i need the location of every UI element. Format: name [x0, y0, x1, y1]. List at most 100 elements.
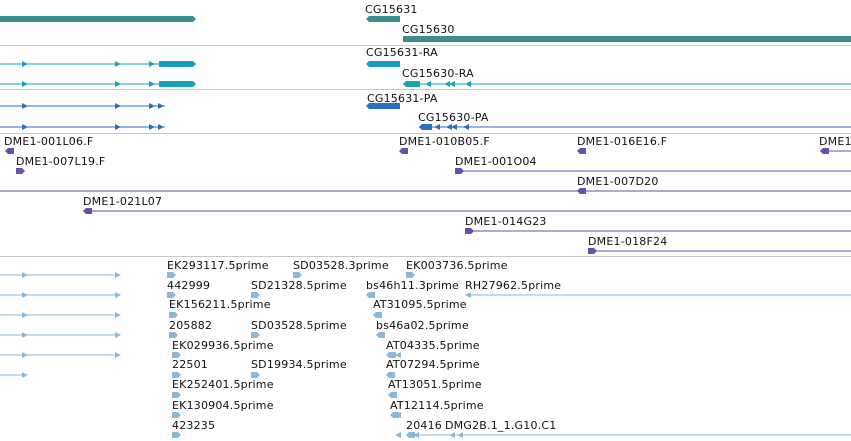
est-label[interactable]: 205882	[169, 319, 213, 332]
strand-arrow	[22, 292, 28, 298]
strand-arrow	[413, 432, 419, 438]
clone-track-glyphs	[0, 148, 851, 254]
strand-arrow	[434, 124, 440, 130]
clone-track: DME1-001L06.F DME1-007L19.F DME1-010B05.…	[0, 134, 851, 256]
protein-label-cg15631-pa[interactable]: CG15631-PA	[367, 92, 438, 105]
est-label[interactable]: bs46h11.3prime	[366, 279, 460, 292]
feature-block	[159, 81, 196, 87]
track-separator	[0, 45, 851, 46]
est-label[interactable]: EK130904.5prime	[172, 399, 274, 412]
strand-arrow	[395, 432, 401, 438]
est-label[interactable]: 442999	[167, 279, 211, 292]
end-marker	[588, 248, 597, 254]
end-marker	[172, 352, 181, 358]
gene-track-glyphs	[0, 16, 851, 42]
est-label[interactable]: EK003736.5prime	[406, 259, 508, 272]
strand-arrow	[395, 352, 401, 358]
strand-arrow	[22, 272, 28, 278]
est-label[interactable]: SD03528.3prime	[293, 259, 389, 272]
transcript-track-glyphs	[0, 61, 851, 87]
end-marker	[373, 312, 382, 318]
feature-block	[159, 61, 196, 67]
clone-label[interactable]: DME1-001O04	[455, 155, 537, 168]
end-marker	[16, 168, 25, 174]
end-marker	[5, 148, 14, 154]
clone-label[interactable]: DME1-007L19.F	[16, 155, 106, 168]
est-label[interactable]: EK029936.5prime	[172, 339, 274, 352]
strand-arrow	[115, 292, 121, 298]
est-label[interactable]: SD03528.5prime	[251, 319, 347, 332]
protein-label-cg15630-pa[interactable]: CG15630-PA	[418, 111, 489, 124]
transcript-label-cg15631-ra[interactable]: CG15631-RA	[366, 46, 438, 59]
end-marker	[577, 148, 586, 154]
est-label[interactable]: EK156211.5prime	[169, 298, 271, 311]
clone-label[interactable]: DME1-010B05.F	[399, 135, 490, 148]
gene-label-cg15630[interactable]: CG15630	[402, 23, 455, 36]
feature-block	[366, 61, 400, 67]
est-label[interactable]: 22501	[172, 358, 208, 371]
est-track: EK293117.5prime SD03528.3prime EK003736.…	[0, 257, 851, 441]
strand-arrow	[22, 61, 28, 67]
strand-arrow	[158, 103, 164, 109]
track-separator	[0, 256, 851, 257]
end-marker	[167, 272, 176, 278]
end-marker	[172, 412, 181, 418]
end-marker	[172, 372, 181, 378]
est-label[interactable]: SD21328.5prime	[251, 279, 347, 292]
est-label[interactable]: bs46a02.5prime	[376, 319, 469, 332]
strand-arrow	[115, 61, 121, 67]
est-label[interactable]: SD19934.5prime	[251, 358, 347, 371]
strand-arrow	[446, 124, 452, 130]
est-label[interactable]: EK293117.5prime	[167, 259, 269, 272]
end-marker	[169, 312, 178, 318]
end-marker	[251, 372, 260, 378]
end-marker	[388, 392, 397, 398]
gene-label-cg15631[interactable]: CG15631	[365, 3, 418, 16]
end-marker	[386, 372, 395, 378]
strand-arrow	[115, 81, 121, 87]
clone-label[interactable]: DME1-018F24	[588, 235, 668, 248]
strand-arrow	[451, 124, 457, 130]
est-label[interactable]: EK252401.5prime	[172, 378, 274, 391]
est-label[interactable]: DMG2B.1_1.G10.C1	[445, 419, 557, 432]
protein-track-glyphs	[0, 103, 851, 130]
strand-arrow	[395, 412, 401, 418]
strand-arrow	[425, 81, 431, 87]
end-marker	[169, 332, 178, 338]
est-label[interactable]: 20416	[406, 419, 442, 432]
end-marker	[251, 332, 260, 338]
clone-label[interactable]: DME1-007D20	[577, 175, 659, 188]
feature-block	[403, 81, 420, 87]
est-label[interactable]: AT31095.5prime	[373, 298, 467, 311]
strand-arrow	[115, 103, 121, 109]
strand-arrow	[390, 412, 396, 418]
est-label[interactable]: AT07294.5prime	[386, 358, 480, 371]
feature-block	[403, 36, 851, 42]
end-marker	[376, 332, 385, 338]
strand-arrow	[149, 61, 155, 67]
strand-arrow	[465, 81, 471, 87]
end-marker	[820, 148, 829, 154]
est-label[interactable]: 423235	[172, 419, 216, 432]
strand-arrow	[465, 292, 471, 298]
est-label[interactable]: AT13051.5prime	[388, 378, 482, 391]
est-label[interactable]: AT12114.5prime	[390, 399, 484, 412]
est-label[interactable]: AT04335.5prime	[386, 339, 480, 352]
clone-label[interactable]: DME1-001L06.F	[4, 135, 94, 148]
end-marker	[172, 392, 181, 398]
transcript-label-cg15630-ra[interactable]: CG15630-RA	[402, 67, 474, 80]
strand-arrow	[115, 124, 121, 130]
strand-arrow	[22, 103, 28, 109]
strand-arrow	[158, 124, 164, 130]
clone-label[interactable]: DME1-021L07	[83, 195, 163, 208]
strand-arrow	[444, 81, 450, 87]
clone-label[interactable]: DME1	[819, 135, 851, 148]
est-label[interactable]: RH27962.5prime	[465, 279, 562, 292]
strand-arrow	[449, 81, 455, 87]
strand-arrow	[115, 352, 121, 358]
clone-label[interactable]: DME1-014G23	[465, 215, 547, 228]
clone-label[interactable]: DME1-016E16.F	[577, 135, 668, 148]
strand-arrow	[149, 103, 155, 109]
end-marker	[293, 272, 302, 278]
